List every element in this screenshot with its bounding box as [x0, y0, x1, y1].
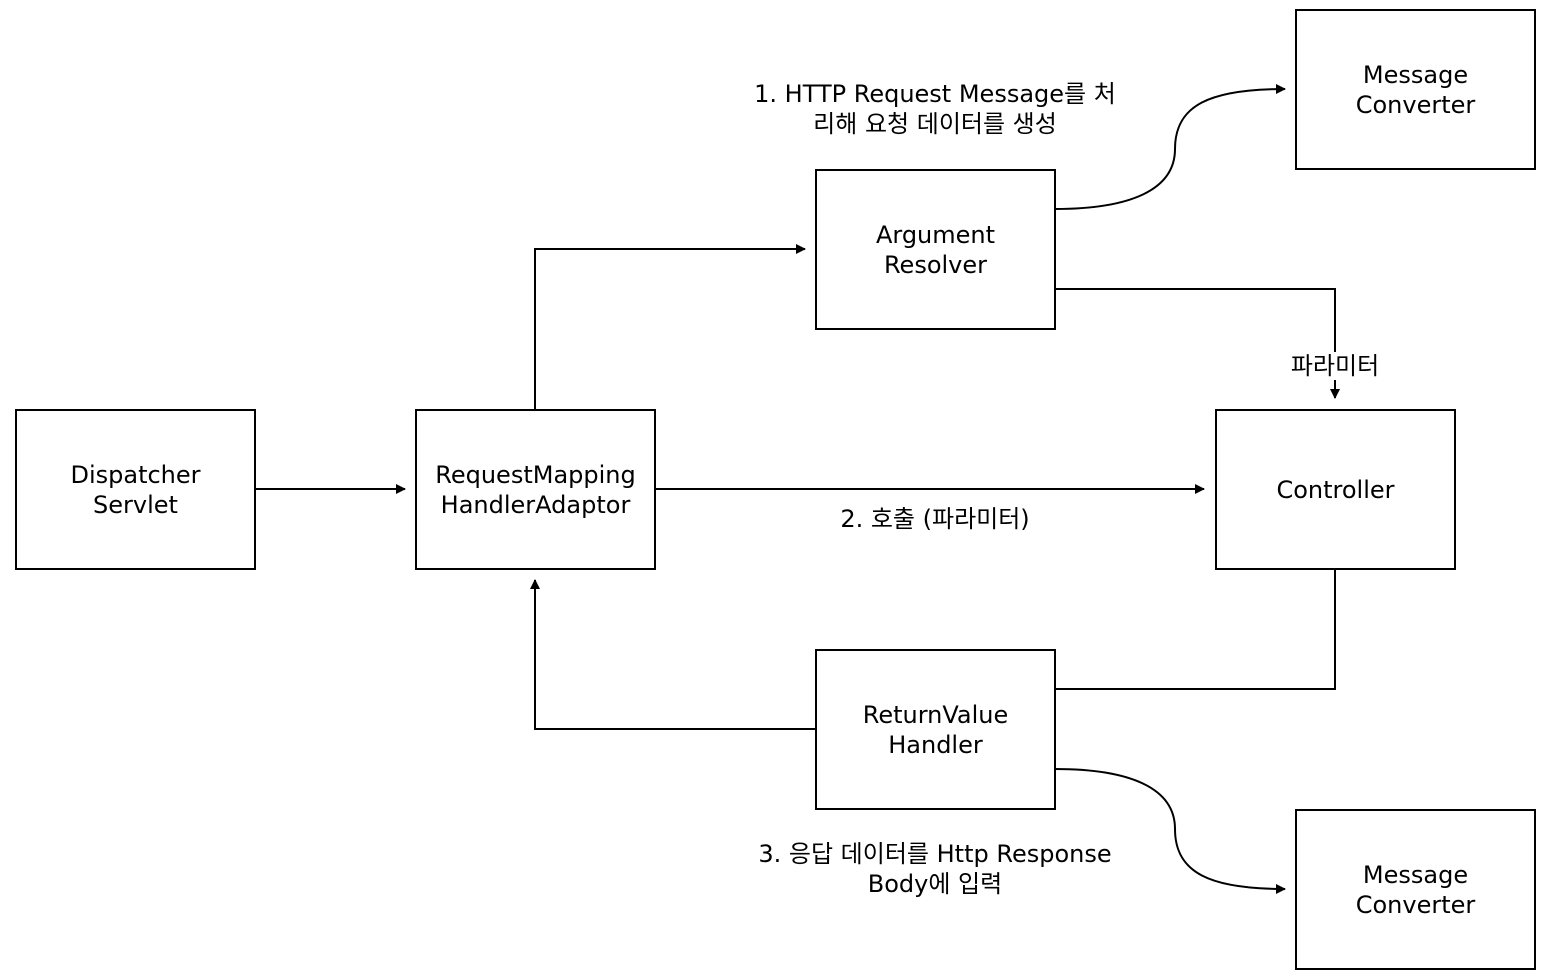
- edge-controller-to-return-value-handler: [1055, 569, 1336, 690]
- return-value-handler-label: ReturnValue Handler: [862, 700, 1009, 759]
- dispatcher-servlet-label: Dispatcher Servlet: [70, 460, 201, 519]
- edge-adaptor-to-argument-resolver: [534, 244, 806, 409]
- parameter-label-text: 파라미터: [1288, 352, 1382, 380]
- message-converter-top-node: Message Converter: [1295, 9, 1536, 170]
- argument-resolver-node: Argument Resolver: [815, 169, 1056, 330]
- message-converter-bottom-label: Message Converter: [1355, 860, 1476, 919]
- edge-return-value-handler-to-message-converter: [1054, 768, 1286, 894]
- handler-adaptor-label: RequestMapping HandlerAdaptor: [435, 460, 636, 519]
- invoke-label: 2. 호출 (파라미터): [810, 474, 1060, 534]
- dispatcher-servlet-node: Dispatcher Servlet: [15, 409, 256, 570]
- response-body-label: 3. 응답 데이터를 Http Response Body에 입력: [758, 840, 1112, 898]
- handler-adaptor-node: RequestMapping HandlerAdaptor: [415, 409, 656, 570]
- request-processing-label: 1. HTTP Request Message를 처 리해 요청 데이터를 생성: [754, 80, 1116, 138]
- invoke-label-text: 2. 호출 (파라미터): [838, 505, 1032, 533]
- edge-return-value-handler-to-adaptor: [530, 579, 815, 730]
- parameter-label: 파라미터: [1270, 321, 1400, 381]
- message-converter-top-label: Message Converter: [1355, 60, 1476, 119]
- return-value-handler-node: ReturnValue Handler: [815, 649, 1056, 810]
- controller-label: Controller: [1276, 475, 1395, 504]
- controller-node: Controller: [1215, 409, 1456, 570]
- edge-argument-resolver-to-message-converter: [1054, 84, 1286, 210]
- argument-resolver-label: Argument Resolver: [875, 220, 996, 279]
- message-converter-bottom-node: Message Converter: [1295, 809, 1536, 970]
